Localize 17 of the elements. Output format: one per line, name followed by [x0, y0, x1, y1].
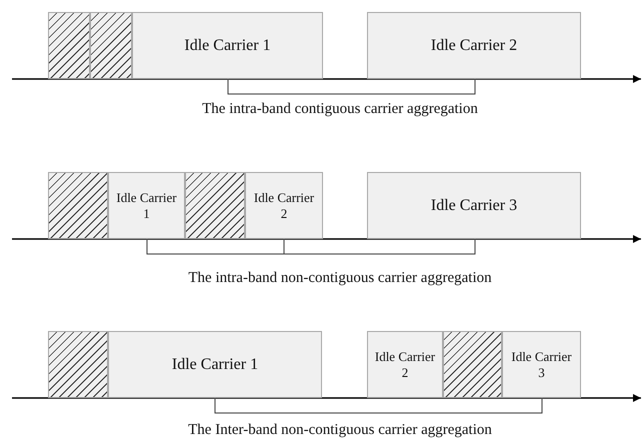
carrier-block: Idle Carrier 1 [108, 331, 322, 398]
carrier-block: Idle Carrier 1 [108, 172, 185, 239]
hatched-block [443, 331, 502, 398]
caption-text: The intra-band contiguous carrier aggregation [202, 101, 478, 118]
carrier-block: Idle Carrier 2 [367, 331, 443, 398]
carrier-block: Idle Carrier 2 [245, 172, 323, 239]
hatched-block [48, 12, 90, 79]
carrier-block: Idle Carrier 3 [502, 331, 581, 398]
caption-text: The Inter-band non-contiguous carrier aggregation [188, 422, 492, 439]
hatched-block [48, 172, 108, 239]
hatched-block [185, 172, 245, 239]
caption-text: The intra-band non-contiguous carrier aggregation [188, 270, 492, 287]
carrier-block: Idle Carrier 1 [132, 12, 323, 79]
carrier-block: Idle Carrier 2 [367, 12, 581, 79]
hatched-block [90, 12, 132, 79]
carrier-block: Idle Carrier 3 [367, 172, 581, 239]
hatched-block [48, 331, 108, 398]
